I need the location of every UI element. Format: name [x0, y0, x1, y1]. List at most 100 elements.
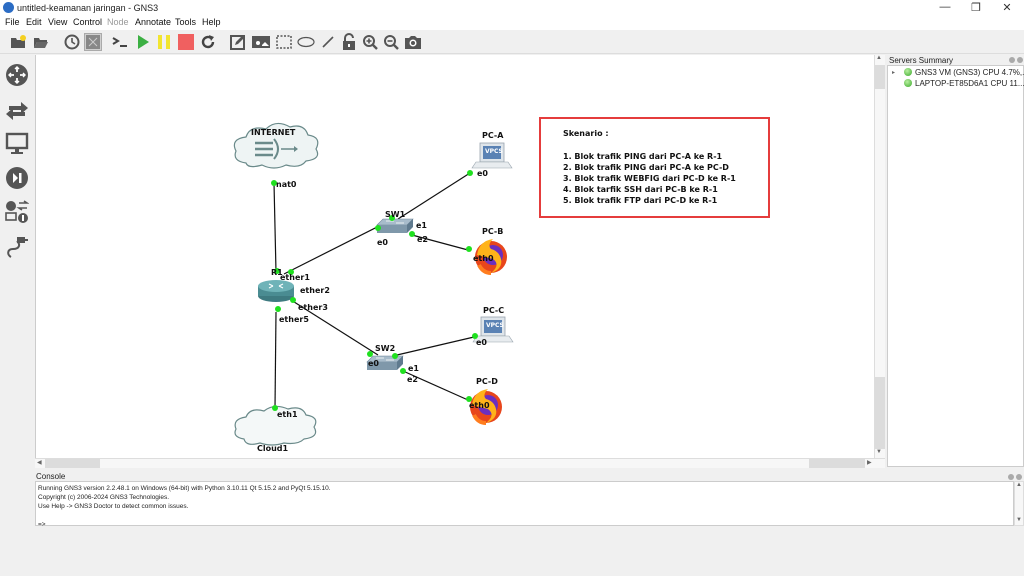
switch-sw1-icon[interactable]: [376, 218, 414, 233]
add-note-icon[interactable]: [229, 33, 247, 51]
scenario-note[interactable]: Skenario : 1. Blok trafik PING dari PC-A…: [539, 117, 770, 218]
canvas-vertical-scrollbar[interactable]: ▲ ▼: [874, 55, 885, 458]
console-float-icon[interactable]: [1008, 474, 1014, 480]
internet-node-icon[interactable]: [233, 122, 319, 169]
port-label-sw2-e2: e2: [407, 375, 418, 384]
topology-canvas[interactable]: INTERNET R1 SW1 SW2 PC-A PC-B PC-C PC-D …: [35, 55, 874, 458]
console-scrollbar[interactable]: ▲ ▼: [1014, 481, 1024, 526]
new-project-icon[interactable]: [9, 33, 27, 51]
menu-node[interactable]: Node: [107, 17, 129, 27]
router-r1-icon[interactable]: [258, 280, 294, 302]
note-item: 5. Blok trafik FTP dari PC-D ke R-1: [563, 196, 718, 205]
draw-rectangle-icon[interactable]: [275, 33, 293, 51]
vertical-scroll-thumb-top[interactable]: [875, 65, 885, 89]
minimize-button[interactable]: —: [939, 1, 951, 13]
expand-arrow-icon[interactable]: ▸: [892, 70, 896, 76]
console-scroll-down-icon[interactable]: ▼: [1016, 517, 1022, 523]
switches-icon[interactable]: [5, 98, 29, 122]
port-dot-nat0: [271, 180, 277, 186]
port-label-sw2-e1: e1: [408, 364, 419, 373]
draw-line-icon[interactable]: [319, 33, 337, 51]
draw-ellipse-icon[interactable]: [297, 33, 315, 51]
lock-icon[interactable]: [340, 33, 358, 51]
pc-d-firefox-icon[interactable]: [470, 389, 502, 425]
panel-close-icon[interactable]: [1017, 57, 1023, 63]
port-dot-r1-ether1: [288, 269, 294, 275]
scroll-right-arrow-icon[interactable]: ▶: [867, 460, 872, 466]
add-link-icon[interactable]: [5, 235, 29, 259]
close-button[interactable]: ✕: [1002, 2, 1012, 14]
port-dot-pcd-eth0: [466, 396, 472, 402]
port-label-sw1-e0: e0: [377, 238, 388, 247]
console-line: Use Help -> GNS3 Doctor to detect common…: [38, 503, 189, 510]
console-scroll-up-icon[interactable]: ▲: [1016, 482, 1022, 488]
pc-b-firefox-icon[interactable]: [475, 239, 507, 275]
port-dot-cloud-eth1: [272, 405, 278, 411]
snapshot-icon[interactable]: [63, 33, 81, 51]
pc-a-vpcs-icon[interactable]: [471, 142, 513, 169]
menu-help[interactable]: Help: [202, 17, 221, 27]
link-r1-sw2[interactable]: [290, 299, 379, 356]
panel-float-icon[interactable]: [1009, 57, 1015, 63]
node-label-sw2: SW2: [375, 344, 396, 353]
console-close-icon[interactable]: [1016, 474, 1022, 480]
port-label-ether5: ether5: [279, 315, 309, 324]
link-internet-r1[interactable]: [273, 182, 277, 273]
menu-tools[interactable]: Tools: [175, 17, 197, 27]
zoom-in-icon[interactable]: [361, 33, 379, 51]
menu-annotate[interactable]: Annotate: [135, 17, 172, 27]
zoom-out-icon[interactable]: [382, 33, 400, 51]
console-all-icon[interactable]: [111, 33, 129, 51]
port-dot-sw2-e0: [367, 351, 373, 357]
vertical-scroll-thumb-bottom[interactable]: [875, 377, 885, 449]
device-toolbar: [0, 55, 34, 470]
scroll-up-arrow-icon[interactable]: ▲: [876, 55, 882, 61]
server-item-laptop[interactable]: LAPTOP-ET85D6A1 CPU 11....: [904, 79, 1024, 88]
screenshot-icon[interactable]: [404, 33, 422, 51]
note-title: Skenario :: [563, 129, 609, 138]
link-r1-cloud[interactable]: [274, 311, 277, 409]
suspend-all-icon[interactable]: [155, 33, 173, 51]
menu-control[interactable]: Control: [73, 17, 103, 27]
stop-all-icon[interactable]: [177, 33, 195, 51]
console-output[interactable]: Running GNS3 version 2.2.48.1 on Windows…: [35, 481, 1014, 528]
link-sw1-pcb[interactable]: [411, 234, 469, 251]
menu-edit[interactable]: Edit: [26, 17, 42, 27]
start-all-icon[interactable]: [134, 33, 152, 51]
all-devices-icon[interactable]: [5, 200, 30, 224]
node-label-sw1: SW1: [385, 210, 406, 219]
cloud1-node-icon[interactable]: [234, 405, 317, 446]
restore-button[interactable]: ❐: [971, 2, 981, 14]
node-label-pcc: PC-C: [483, 306, 505, 315]
link-r1-sw1[interactable]: [283, 220, 390, 275]
link-sw2-pcd[interactable]: [402, 370, 469, 401]
port-label-pcd-eth0: eth0: [469, 401, 490, 410]
horizontal-scroll-thumb-left[interactable]: [45, 459, 100, 468]
port-label-sw1-e2: e2: [417, 235, 428, 244]
security-devices-icon[interactable]: [5, 166, 29, 190]
insert-picture-icon[interactable]: [252, 33, 270, 51]
servers-list: ▸ GNS3 VM (GNS3) CPU 4.7%,... LAPTOP-ET8…: [887, 65, 1024, 467]
routers-icon[interactable]: [5, 63, 29, 87]
horizontal-scroll-thumb-right[interactable]: [809, 459, 865, 468]
menu-file[interactable]: File: [5, 17, 20, 27]
show-interface-labels-icon[interactable]: [84, 33, 102, 51]
pc-c-vpcs-icon[interactable]: [472, 316, 514, 343]
reload-all-icon[interactable]: [199, 33, 217, 51]
port-dot-sw1-e2: [409, 231, 415, 237]
open-project-icon[interactable]: [32, 33, 50, 51]
window-title: untitled-keamanan jaringan - GNS3: [17, 3, 159, 13]
end-devices-icon[interactable]: [5, 132, 29, 156]
menu-view[interactable]: View: [48, 17, 68, 27]
port-dot-sw1-e1-link: [389, 215, 395, 221]
link-sw1-pca[interactable]: [397, 172, 471, 220]
servers-summary-title: Servers Summary: [889, 56, 954, 65]
scroll-left-arrow-icon[interactable]: ◀: [37, 460, 42, 466]
link-sw2-pcc[interactable]: [396, 336, 475, 356]
topology-links: [233, 122, 514, 446]
server-item-gns3-vm[interactable]: GNS3 VM (GNS3) CPU 4.7%,...: [904, 68, 1024, 77]
main-toolbar: [0, 30, 1024, 54]
scroll-down-arrow-icon[interactable]: ▼: [876, 449, 882, 455]
canvas-horizontal-scrollbar[interactable]: ◀ ▶: [35, 458, 885, 468]
note-item: 2. Blok trafik PING dari PC-A ke PC-D: [563, 163, 729, 172]
